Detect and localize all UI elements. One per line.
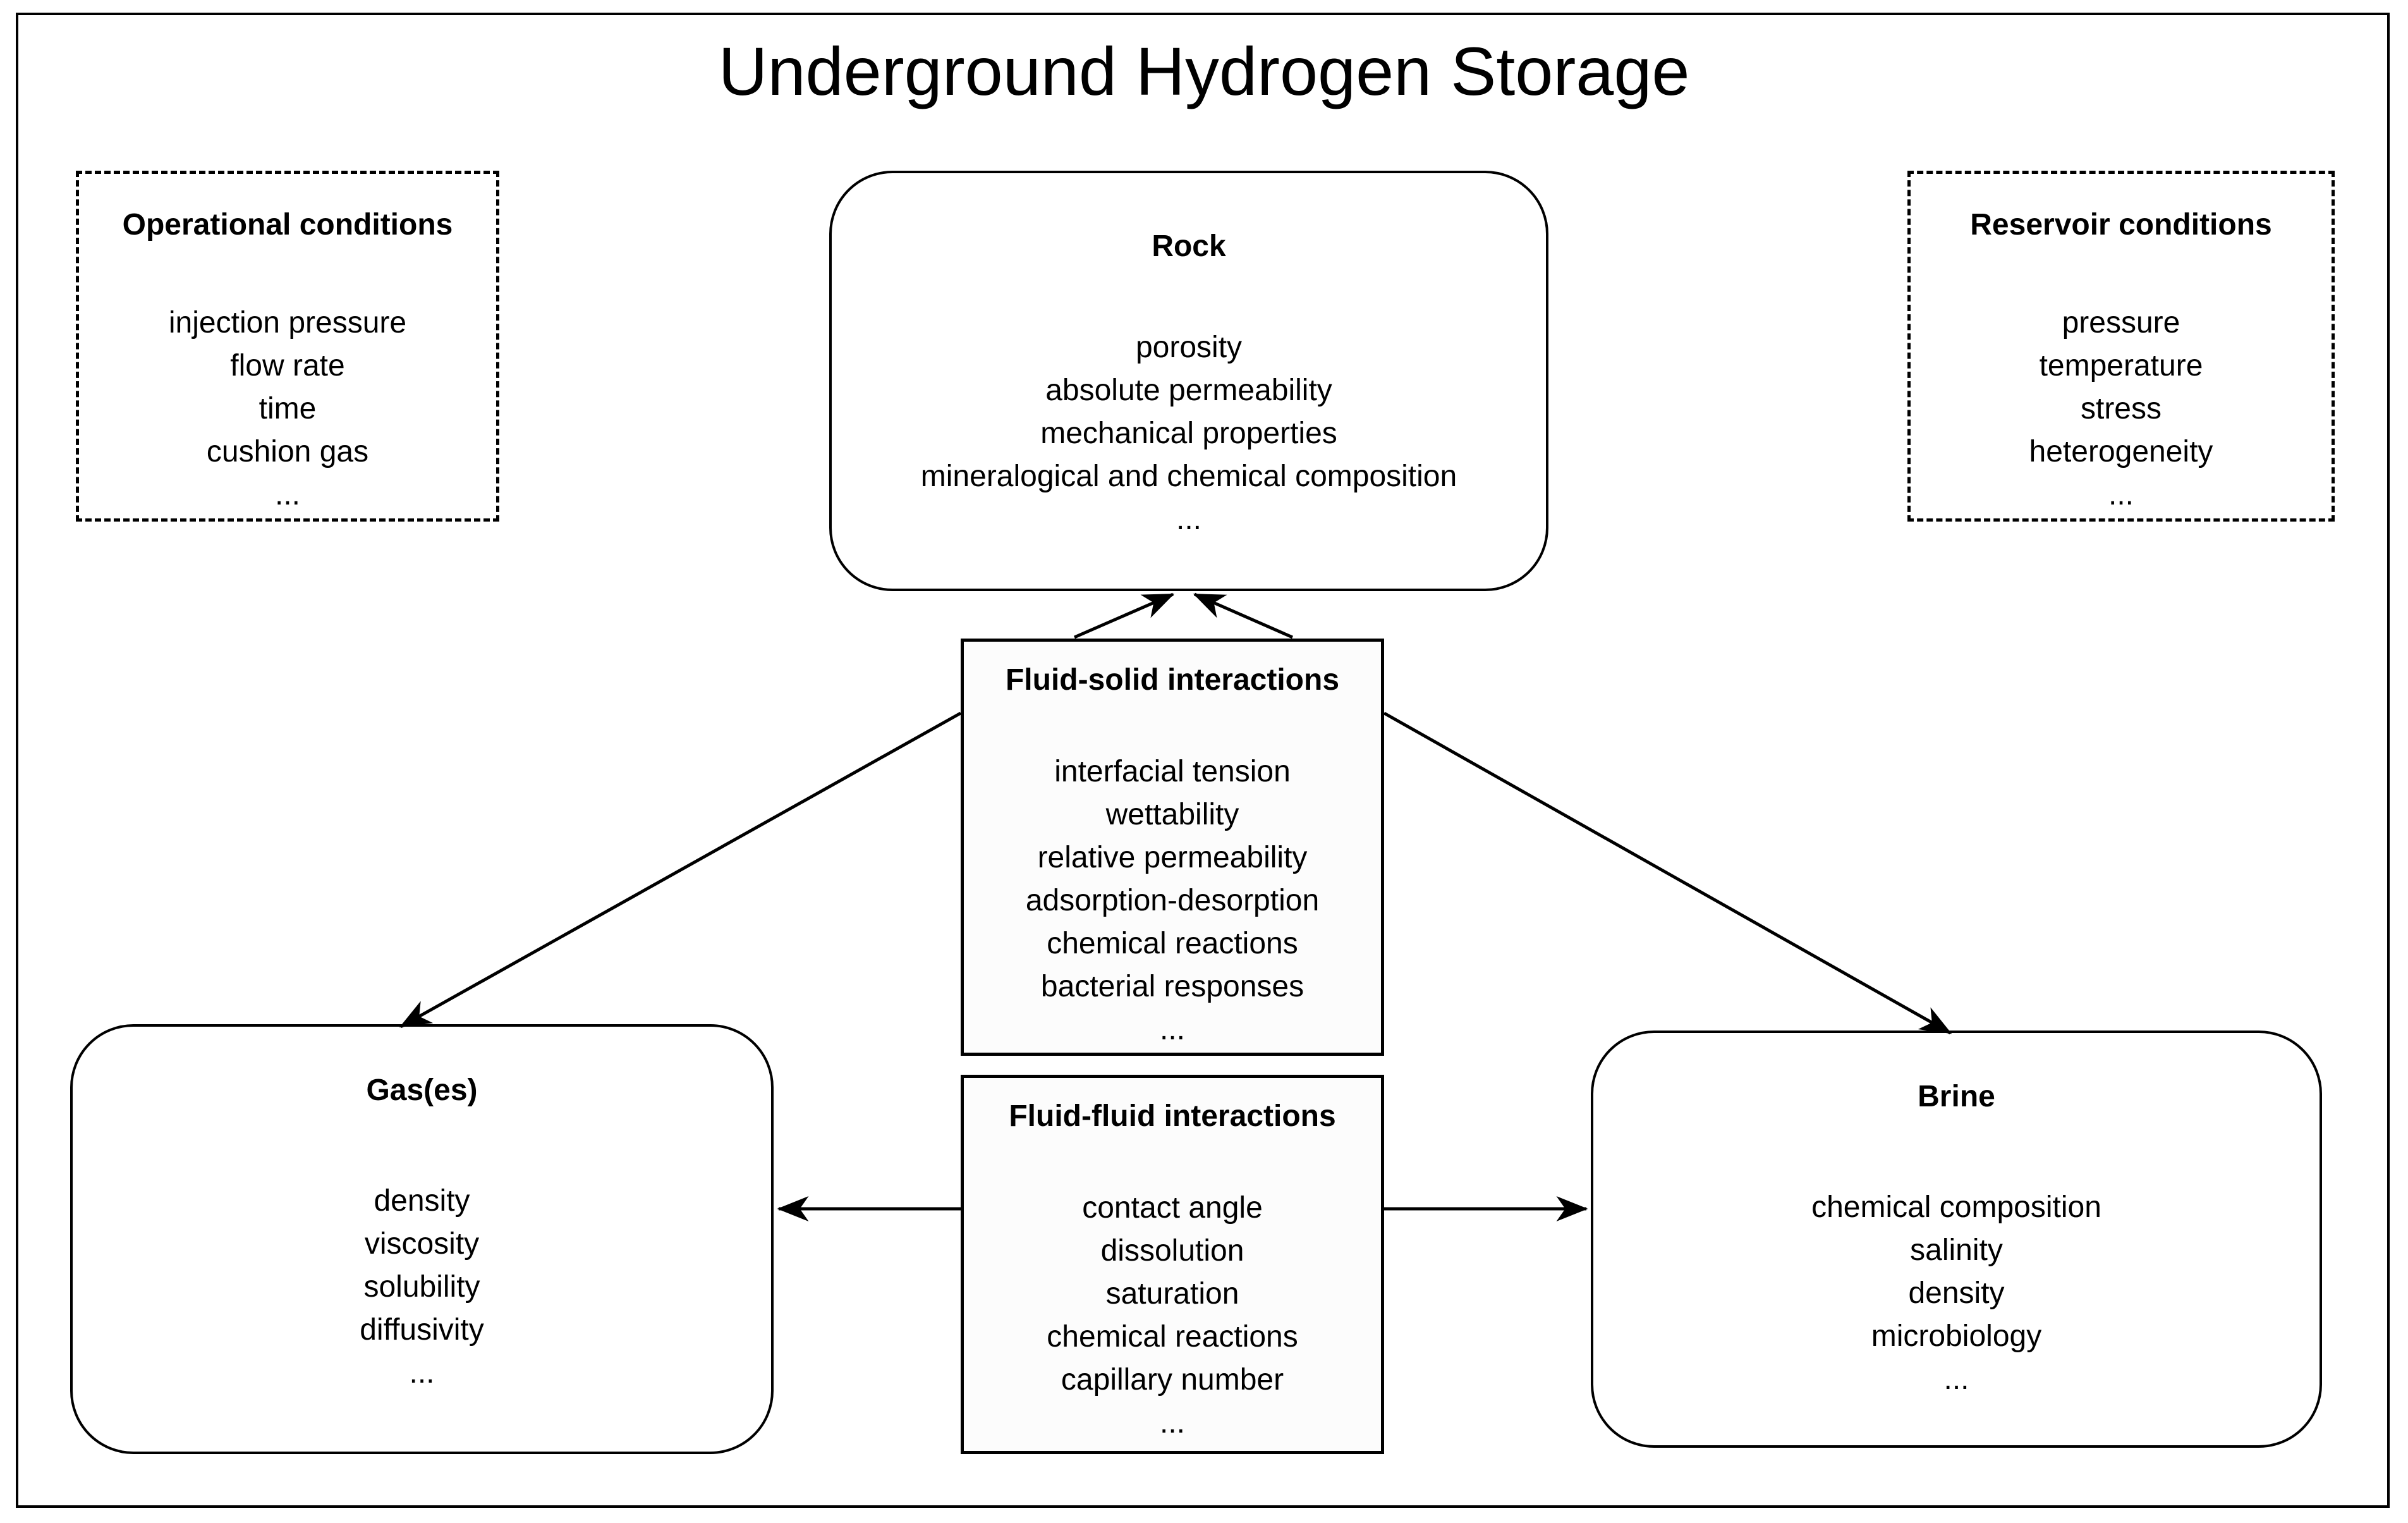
box-item: mechanical properties bbox=[1040, 417, 1337, 450]
box-fluid-solid-interactions-items: interfacial tension wettability relative p… bbox=[1026, 750, 1319, 1051]
box-rock: Rock porosity absolute permeability mechan… bbox=[829, 171, 1548, 591]
box-fluid-solid-interactions-title: Fluid-solid interactions bbox=[1005, 663, 1340, 697]
box-item: capillary number bbox=[1061, 1363, 1284, 1397]
box-gases: Gas(es) density viscosity solubility diffus… bbox=[70, 1024, 774, 1454]
box-item: time bbox=[258, 392, 317, 425]
box-item: porosity bbox=[1135, 331, 1243, 364]
box-brine: Brine chemical composition salinity densit… bbox=[1591, 1031, 2322, 1448]
box-item: ... bbox=[1159, 1013, 1185, 1046]
box-item: mineralogical and chemical composition bbox=[920, 460, 1457, 493]
box-operational-conditions-items: injection pressure flow rate time cushion g… bbox=[169, 302, 406, 517]
box-item: chemical composition bbox=[1811, 1190, 2101, 1224]
box-gases-title: Gas(es) bbox=[366, 1073, 478, 1107]
box-item: heterogeneity bbox=[2029, 435, 2213, 468]
box-item: salinity bbox=[1910, 1233, 2003, 1267]
box-reservoir-conditions-title: Reservoir conditions bbox=[1970, 208, 2272, 242]
box-item: saturation bbox=[1105, 1277, 1239, 1311]
figure-title: Underground Hydrogen Storage bbox=[718, 33, 1690, 109]
box-brine-title: Brine bbox=[1918, 1080, 1995, 1113]
box-item: density bbox=[374, 1184, 470, 1218]
figure-border bbox=[16, 13, 2390, 1508]
box-item: wettability bbox=[1105, 798, 1239, 831]
box-item: pressure bbox=[2062, 306, 2180, 339]
box-fluid-fluid-interactions-items: contact angle dissolution saturation chemic… bbox=[1047, 1187, 1298, 1445]
box-item: temperature bbox=[2039, 349, 2203, 382]
box-item: ... bbox=[409, 1356, 435, 1390]
box-fluid-solid-interactions: Fluid-solid interactions interfacial ten… bbox=[961, 639, 1384, 1056]
box-operational-conditions-title: Operational conditions bbox=[122, 208, 453, 242]
box-item: relative permeability bbox=[1037, 841, 1308, 874]
box-item: adsorption-desorption bbox=[1025, 884, 1320, 917]
box-item: chemical reactions bbox=[1047, 927, 1298, 960]
box-item: cushion gas bbox=[206, 435, 369, 468]
box-item: solubility bbox=[363, 1270, 480, 1304]
box-item: contact angle bbox=[1082, 1191, 1263, 1225]
box-item: ... bbox=[1159, 1406, 1185, 1440]
box-reservoir-conditions-items: pressure temperature stress heterogeneity..… bbox=[2029, 302, 2213, 517]
box-item: ... bbox=[274, 478, 300, 511]
box-item: microbiology bbox=[1871, 1319, 2042, 1353]
box-item: chemical reactions bbox=[1047, 1320, 1298, 1354]
box-item: diffusivity bbox=[360, 1313, 484, 1347]
box-gases-items: density viscosity solubility diffusivity... bbox=[360, 1180, 484, 1395]
box-operational-conditions: Operational conditions injection pressur… bbox=[76, 171, 499, 522]
box-rock-items: porosity absolute permeability mechanical … bbox=[921, 326, 1457, 541]
box-fluid-fluid-interactions: Fluid-fluid interactions contact angle di… bbox=[961, 1075, 1384, 1454]
box-item: dissolution bbox=[1100, 1234, 1244, 1268]
box-fluid-fluid-interactions-title: Fluid-fluid interactions bbox=[1009, 1099, 1336, 1133]
box-item: viscosity bbox=[364, 1227, 480, 1261]
box-item: ... bbox=[1943, 1362, 1969, 1396]
box-item: ... bbox=[2108, 478, 2134, 511]
box-item: ... bbox=[1176, 503, 1201, 536]
box-brine-items: chemical composition salinity density micro… bbox=[1811, 1186, 2101, 1401]
box-item: absolute permeability bbox=[1045, 374, 1332, 407]
box-rock-title: Rock bbox=[1152, 229, 1226, 263]
box-item: stress bbox=[2080, 392, 2162, 425]
box-item: injection pressure bbox=[168, 306, 407, 339]
box-item: flow rate bbox=[230, 349, 345, 382]
box-item: density bbox=[1908, 1276, 2005, 1310]
box-reservoir-conditions: Reservoir conditions pressure temperature… bbox=[1907, 171, 2335, 522]
box-item: interfacial tension bbox=[1054, 755, 1291, 788]
box-item: bacterial responses bbox=[1040, 970, 1304, 1003]
